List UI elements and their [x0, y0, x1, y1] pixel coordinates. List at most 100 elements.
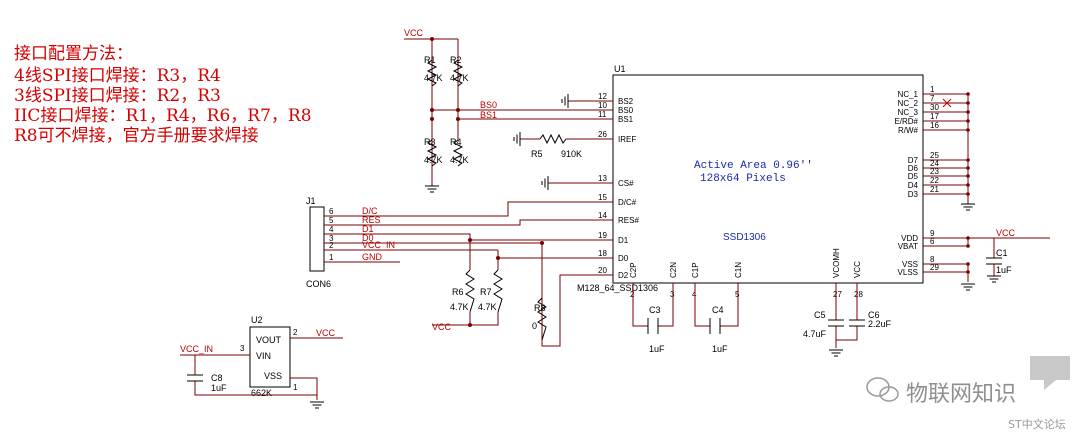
c4-value: 1uF — [712, 344, 728, 354]
r6-ref: R6 — [452, 287, 464, 297]
u2-vin: VIN — [256, 351, 271, 361]
j1-pin-net: GND — [362, 252, 383, 262]
r7-value: 4.7K — [478, 302, 497, 312]
u1-pin-number: 24 — [930, 159, 939, 168]
u1-pin-number: 17 — [930, 112, 939, 121]
u1-footprint: M128_64_SSD1306 — [577, 283, 658, 293]
net-bs1: BS1 — [480, 110, 497, 120]
r8-ref: R8 — [534, 303, 546, 313]
u1-pin-name: VLSS — [898, 268, 918, 277]
c3-ref: C3 — [649, 305, 661, 315]
j1-pin-net: D0 — [362, 233, 374, 243]
r3-value: 4.7K — [424, 155, 443, 165]
r2-ref: R2 — [450, 55, 462, 65]
note-line-3: IIC接口焊接：R1，R4，R6，R7，R8 — [14, 106, 312, 126]
r7-ref: R7 — [480, 287, 492, 297]
r5-value: 910K — [561, 149, 582, 159]
c1-ref: C1 — [996, 248, 1008, 258]
u1-pin-name: C1P — [691, 262, 700, 278]
u1-pin-number: 14 — [598, 211, 607, 220]
u2-vss: VSS — [264, 371, 282, 381]
note-line-2: 3线SPI接口焊接：R2，R3 — [14, 86, 221, 106]
r4-value: 4.7K — [450, 155, 469, 165]
u1-pin-number: 28 — [854, 290, 863, 299]
c6-value: 2.2uF — [868, 319, 892, 329]
r1-value: 4.7K — [424, 73, 443, 83]
u1-pin-number: 13 — [598, 174, 607, 183]
u1-pin-number: 9 — [930, 229, 935, 238]
u1-value: SSD1306 — [723, 232, 766, 243]
u1-pin-name: D6 — [908, 164, 919, 173]
net-vcc-r6r7: VCC — [432, 322, 452, 332]
u2-vout: VOUT — [256, 335, 282, 345]
u1-left-pins: 12BS210BS011BS126IREF13CS#15D/C#14RES#19… — [590, 92, 639, 280]
r5-ref: R5 — [531, 149, 543, 159]
net-bs0: BS0 — [480, 100, 497, 110]
u1-pin-name: VDD — [901, 234, 918, 243]
u1-pin-name: NC_3 — [898, 108, 919, 117]
u2-value: 662K — [251, 388, 272, 398]
u1-pin-name: D0 — [618, 254, 629, 263]
u1-pin-number: 25 — [930, 151, 939, 160]
j1-pin-number: 2 — [329, 241, 334, 250]
j1-pin-net: D/C — [362, 206, 378, 216]
u1-pin-name: C2P — [629, 262, 638, 278]
u1-pin-number: 8 — [930, 255, 935, 264]
u1-pin-number: 23 — [930, 167, 939, 176]
r2-value: 4.7K — [450, 73, 469, 83]
note-line-1: 4线SPI接口焊接：R3，R4 — [14, 66, 221, 86]
c3-value: 1uF — [649, 344, 665, 354]
u1-pin-name: RES# — [618, 216, 639, 225]
j1-pin-number: 5 — [329, 216, 334, 225]
u1-pin-number: 22 — [930, 176, 939, 185]
u2-pin-vin: 3 — [240, 344, 245, 353]
u1-pin-number: 18 — [598, 249, 607, 258]
u1-pin-number: 16 — [930, 121, 939, 130]
c1-value: 1uF — [996, 265, 1012, 275]
c8-value: 1uF — [211, 383, 227, 393]
u1-pin-number: 20 — [598, 266, 607, 275]
u1-pin-name: BS2 — [618, 97, 634, 106]
u1-pin-name: D7 — [908, 156, 919, 165]
u1-pin-number: 29 — [930, 263, 939, 272]
u1-pin-number: 11 — [598, 110, 607, 119]
u1-body — [612, 74, 924, 284]
net-vcc-right: VCC — [996, 228, 1016, 238]
watermark-text: 物联网知识 — [906, 382, 1017, 407]
r6-value: 4.7K — [450, 302, 469, 312]
u2-pin-vss: 1 — [293, 383, 298, 392]
c5-ref: C5 — [814, 310, 826, 320]
j1-pin-number: 6 — [329, 207, 334, 216]
u1-pin-number: 7 — [930, 94, 935, 103]
u1-pin-name: BS0 — [618, 106, 634, 115]
u1-pin-name: VBAT — [898, 242, 918, 251]
u1-pin-name: D2 — [618, 271, 629, 280]
j1-body — [309, 206, 325, 272]
u1-pin-name: D/C# — [618, 198, 637, 207]
j1-pin-net: D1 — [362, 224, 374, 234]
r8-value: 0 — [532, 321, 537, 331]
u1-pin-name: D5 — [908, 172, 919, 181]
forum-logo-icon — [1030, 356, 1070, 390]
u1-pin-name: NC_1 — [898, 90, 919, 99]
r3-ref: R3 — [424, 137, 436, 147]
u1-pin-name: CS# — [618, 179, 634, 188]
r4-ref: R4 — [450, 137, 462, 147]
u1-pin-name: D1 — [618, 236, 629, 245]
u1-pin-number: 10 — [598, 101, 607, 110]
j1-pin-number: 3 — [329, 234, 334, 243]
u1-pin-number: 6 — [930, 237, 935, 246]
u1-pin-name: BS1 — [618, 115, 634, 124]
u1-pin-name: VCOMH — [832, 248, 841, 278]
u1-pin-name: NC_2 — [898, 99, 919, 108]
net-vcc-u2: VCC — [316, 328, 336, 338]
u1-ref: U1 — [614, 64, 626, 74]
u1-pin-name: D4 — [908, 181, 919, 190]
note-title: 接口配置方法： — [14, 44, 133, 64]
u1-pin-name: VSS — [902, 260, 918, 269]
u1-area-line2: 128x64 Pixels — [700, 173, 786, 185]
j1-pin-number: 1 — [329, 253, 334, 262]
